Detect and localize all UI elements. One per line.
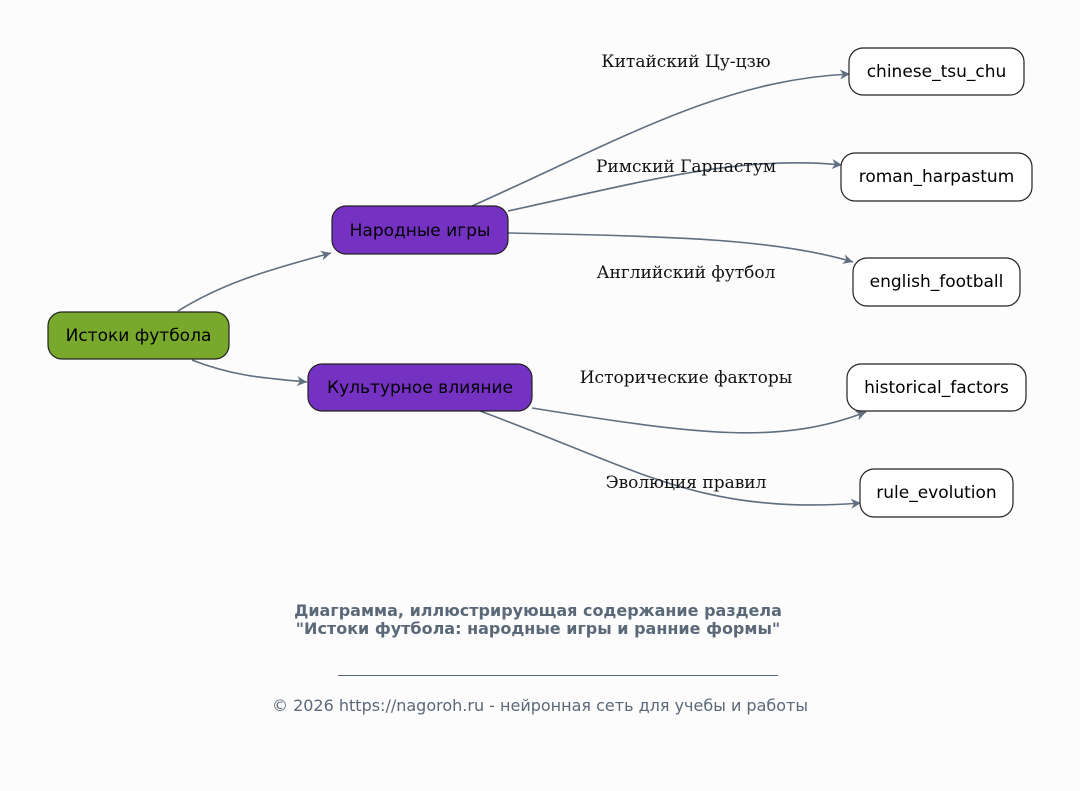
node-rule-evolution-box: [859, 468, 1014, 518]
node-roman-harpastum[interactable]: roman_harpastum: [840, 152, 1033, 202]
node-english-football-box: [852, 257, 1021, 307]
node-cultural-influence-label: Культурное влияние: [327, 378, 513, 398]
caption-divider: [338, 675, 778, 676]
node-english-football[interactable]: english_football: [852, 257, 1021, 307]
edge-label-rules: Эволюция правил: [606, 473, 767, 493]
node-cultural-influence-box: [307, 363, 533, 412]
edge-root-to-folk-games: [177, 250, 332, 312]
edge-root-to-cultural-influence: [191, 359, 308, 387]
diagram-caption-title: Диаграмма, иллюстрирующая содержание раз…: [294, 601, 782, 638]
node-folk-games[interactable]: Народные игры: [331, 205, 509, 255]
node-roman-harpastum-label: roman_harpastum: [859, 167, 1015, 187]
node-historical-factors-box: [846, 363, 1027, 412]
edge-label-english: Английский футбол: [597, 263, 776, 283]
node-chinese-tsu-chu[interactable]: chinese_tsu_chu: [848, 47, 1025, 96]
node-rule-evolution-label: rule_evolution: [876, 483, 996, 503]
edge-cultural-to-historical: [531, 407, 867, 434]
node-folk-games-label: Народные игры: [350, 221, 491, 241]
edge-folk-to-roman: [507, 159, 843, 212]
mind-map-diagram: Китайский Цу-цзю Римский Гарпастум Англи…: [47, 47, 1033, 518]
node-folk-games-box: [331, 205, 509, 255]
edge-folk-to-english: [507, 232, 854, 264]
node-rule-evolution[interactable]: rule_evolution: [859, 468, 1014, 518]
node-historical-factors[interactable]: historical_factors: [846, 363, 1027, 412]
edge-cultural-to-rules: [479, 410, 862, 509]
edge-folk-to-chinese: [471, 69, 851, 207]
node-root[interactable]: Истоки футбола: [47, 311, 230, 360]
copyright-notice: © 2026 https://nagoroh.ru - нейронная се…: [271, 696, 808, 715]
node-chinese-tsu-chu-label: chinese_tsu_chu: [867, 62, 1007, 82]
edge-label-historical: Исторические факторы: [580, 368, 793, 388]
node-english-football-label: english_football: [870, 272, 1004, 292]
edge-label-chinese: Китайский Цу-цзю: [601, 52, 770, 72]
node-roman-harpastum-box: [840, 152, 1033, 202]
edge-label-roman: Римский Гарпастум: [596, 157, 776, 177]
node-chinese-tsu-chu-box: [848, 47, 1025, 96]
node-root-box: [47, 311, 230, 360]
node-cultural-influence[interactable]: Культурное влияние: [307, 363, 533, 412]
node-root-label: Истоки футбола: [66, 326, 212, 346]
node-historical-factors-label: historical_factors: [864, 378, 1009, 398]
